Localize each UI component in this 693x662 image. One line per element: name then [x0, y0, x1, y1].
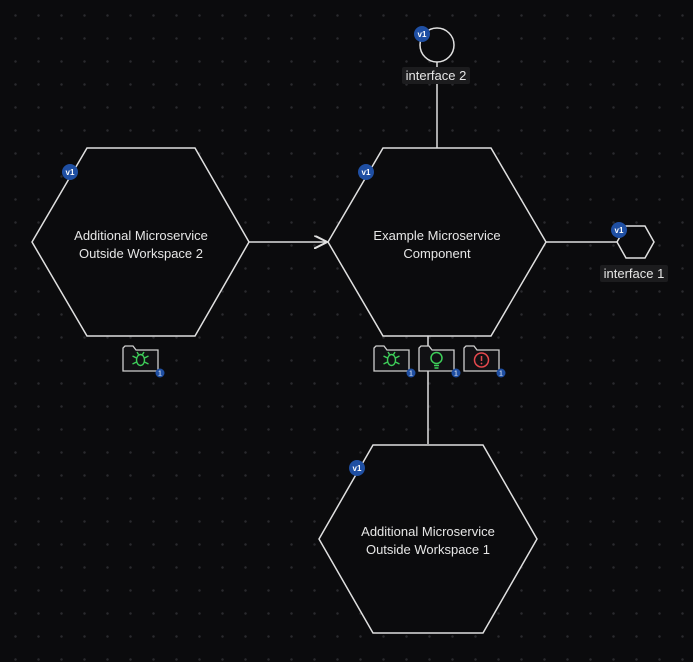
node-label-line2: Component: [403, 246, 471, 261]
alert-folder-icon[interactable]: 1: [463, 345, 506, 378]
node-label-line2: Outside Workspace 1: [366, 542, 490, 557]
count-badge: 1: [499, 371, 503, 378]
node-additional-microservice-1[interactable]: Additional Microservice Outside Workspac…: [318, 444, 538, 634]
interface-1-node[interactable]: v1 interface 1: [600, 222, 668, 282]
svg-text:v1: v1: [66, 168, 75, 177]
version-badge: v1: [414, 26, 430, 42]
node-label-line2: Outside Workspace 2: [79, 246, 203, 261]
count-badge: 1: [409, 371, 413, 378]
svg-text:v1: v1: [615, 226, 624, 235]
svg-text:v1: v1: [353, 464, 362, 473]
node-label-line1: Additional Microservice: [74, 228, 208, 243]
interface-2-node[interactable]: v1 interface 2: [402, 26, 470, 84]
interface-label-bg: [600, 265, 668, 282]
version-badge: v1: [349, 460, 365, 476]
version-badge: v1: [358, 164, 374, 180]
lightbulb-folder-icon[interactable]: 1: [418, 345, 461, 378]
node-additional-microservice-2[interactable]: Additional Microservice Outside Workspac…: [31, 147, 250, 337]
interface-label-bg: [402, 67, 470, 84]
svg-text:v1: v1: [418, 30, 427, 39]
interface-2-label: interface 2: [406, 68, 467, 83]
count-badge: 1: [454, 371, 458, 378]
bug-folder-icon[interactable]: 1: [122, 345, 165, 378]
node-label-line1: Example Microservice: [373, 228, 500, 243]
version-badge: v1: [62, 164, 78, 180]
interface-1-label: interface 1: [604, 266, 665, 281]
bug-folder-icon[interactable]: 1: [373, 345, 416, 378]
count-badge: 1: [158, 371, 162, 378]
version-badge: v1: [611, 222, 627, 238]
svg-text:v1: v1: [362, 168, 371, 177]
node-example-microservice[interactable]: Example Microservice Component v1: [327, 147, 547, 337]
node-label-line1: Additional Microservice: [361, 524, 495, 539]
